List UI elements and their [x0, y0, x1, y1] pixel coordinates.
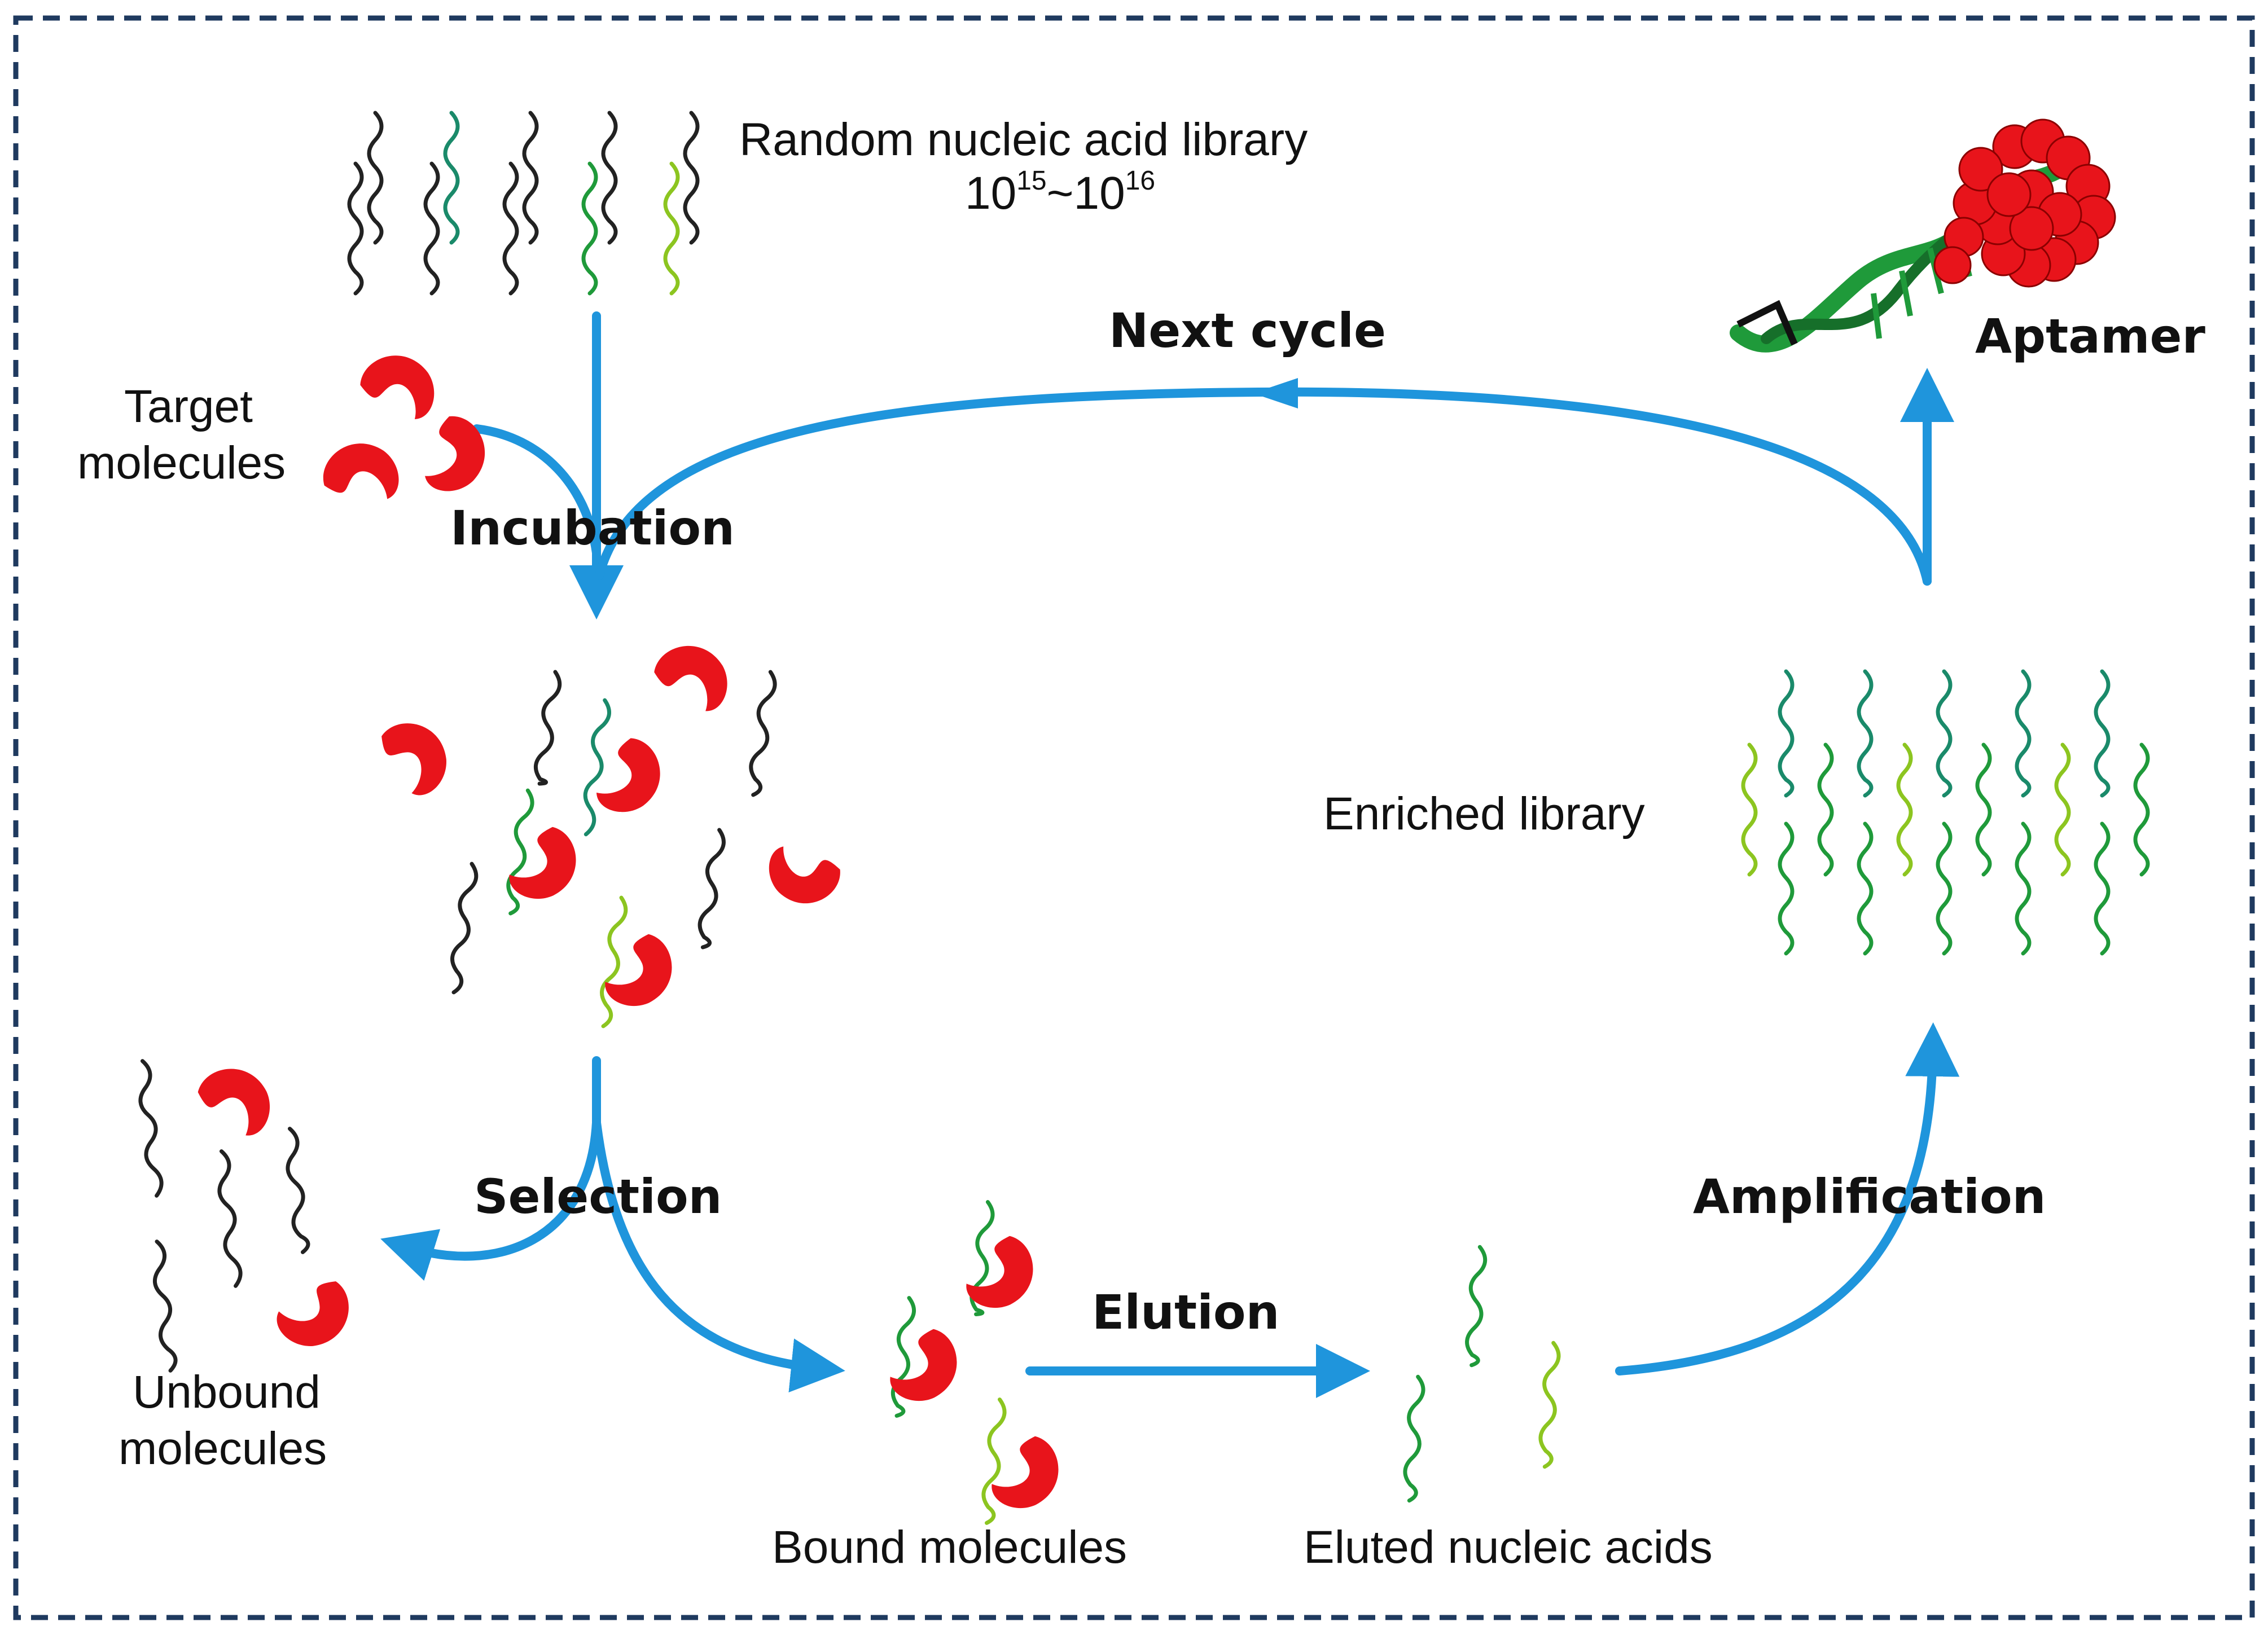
nucleic-acid-strand [522, 111, 539, 245]
unbound-label-line2: molecules [119, 1423, 327, 1474]
nucleic-acid-strand [443, 111, 460, 245]
target-curve-arrow [472, 424, 601, 557]
nucleic-acid-strand [347, 161, 364, 296]
target-molecule [323, 443, 399, 499]
cycle-arrows [380, 311, 1960, 1398]
target-molecule [198, 1069, 270, 1136]
nucleic-acid-strand [1857, 669, 1874, 798]
nucleic-acid-strand [1741, 742, 1758, 877]
nucleic-acid-strand [2015, 821, 2032, 956]
nucleic-acid-strand [367, 111, 384, 245]
target-molecule [654, 646, 727, 711]
nucleic-acid-strand [2094, 821, 2111, 956]
nucleic-acid-strand [138, 1059, 164, 1198]
step-next-cycle: Next cycle [1109, 303, 1386, 358]
aptamer-label: Aptamer [1975, 309, 2205, 364]
target-molecule [277, 1281, 349, 1346]
target-molecule-shapes [198, 355, 1059, 1509]
nucleic-acid-strand [970, 1200, 995, 1316]
nucleic-acid-strand [583, 698, 611, 837]
next-cycle-arrowhead [1253, 378, 1298, 408]
nucleic-acid-strand [1817, 742, 1834, 877]
nucleic-acid-strand [423, 161, 440, 296]
nucleic-acid-strand [600, 895, 628, 1029]
enriched-label: Enriched library [1323, 788, 1645, 840]
next-cycle-arrow [595, 387, 1932, 586]
target-molecule [605, 934, 672, 1007]
target-molecule [890, 1329, 957, 1401]
target-molecule [509, 827, 576, 899]
nucleic-acid-strand [533, 670, 562, 786]
target-molecule [596, 738, 660, 812]
nucleic-acid-strand [1403, 1374, 1425, 1503]
nucleic-acid-strand [1936, 821, 1953, 956]
nucleic-acid-strand [2094, 669, 2111, 798]
nucleic-acid-strand [1465, 1245, 1488, 1368]
library-title-label: Random nucleic acid library [739, 114, 1308, 165]
nucleic-acid-strand [890, 1296, 916, 1418]
target-molecule [966, 1236, 1033, 1308]
target-label-line1: Target [124, 381, 253, 432]
nucleic-acid-strand [663, 161, 680, 296]
unbound-label-line1: Unbound [133, 1366, 321, 1418]
step-elution: Elution [1092, 1285, 1279, 1340]
nucleic-acid-strand [217, 1149, 243, 1288]
library-size-label: 1015~1016 [965, 166, 1155, 219]
nucleic-acid-strand [1778, 821, 1795, 956]
amplification-arrow [1615, 1022, 1960, 1375]
nucleic-acid-strand [502, 161, 519, 296]
target-molecule [769, 846, 840, 904]
nucleic-acid-strand [1857, 821, 1874, 956]
target-molecule [381, 723, 446, 795]
nucleic-acid-strand [2133, 742, 2150, 877]
target-molecule [425, 416, 485, 491]
nucleic-acid-strand [601, 111, 618, 245]
nucleic-acid-strand [683, 111, 700, 245]
nucleic-acid-strand [1896, 742, 1913, 877]
selection-unbound-arrow [380, 1118, 601, 1281]
nucleic-acid-strand [1936, 669, 1953, 798]
nucleic-acid-strand [749, 670, 777, 797]
nucleic-acid-strand [506, 788, 534, 916]
bound-label: Bound molecules [772, 1522, 1127, 1573]
nucleic-acid-strand [1975, 742, 1992, 877]
step-selection: Selection [474, 1169, 722, 1224]
target-label-line2: molecules [77, 437, 286, 489]
target-molecule [360, 355, 435, 419]
nucleic-acid-strand [286, 1127, 310, 1254]
step-amplification: Amplification [1693, 1169, 2046, 1224]
nucleic-acid-strand [450, 862, 479, 995]
eluted-label: Eluted nucleic acids [1304, 1522, 1713, 1573]
nucleic-acid-strand [2054, 742, 2071, 877]
nucleic-acid-strand [1538, 1340, 1561, 1469]
target-molecule [992, 1436, 1059, 1509]
nucleic-acid-strands [138, 111, 2150, 1525]
nucleic-acid-strand [153, 1240, 178, 1373]
nucleic-acid-strand [581, 161, 598, 296]
nucleic-acid-strand [2015, 669, 2032, 798]
nucleic-acid-strand [697, 828, 726, 950]
selection-bound-arrow [592, 1118, 845, 1392]
aptamer-icon [1730, 118, 2116, 353]
nucleic-acid-strand [1778, 669, 1795, 798]
nucleic-acid-strand [981, 1397, 1007, 1525]
dashed-frame [13, 15, 2255, 1620]
step-incubation: Incubation [450, 500, 735, 556]
